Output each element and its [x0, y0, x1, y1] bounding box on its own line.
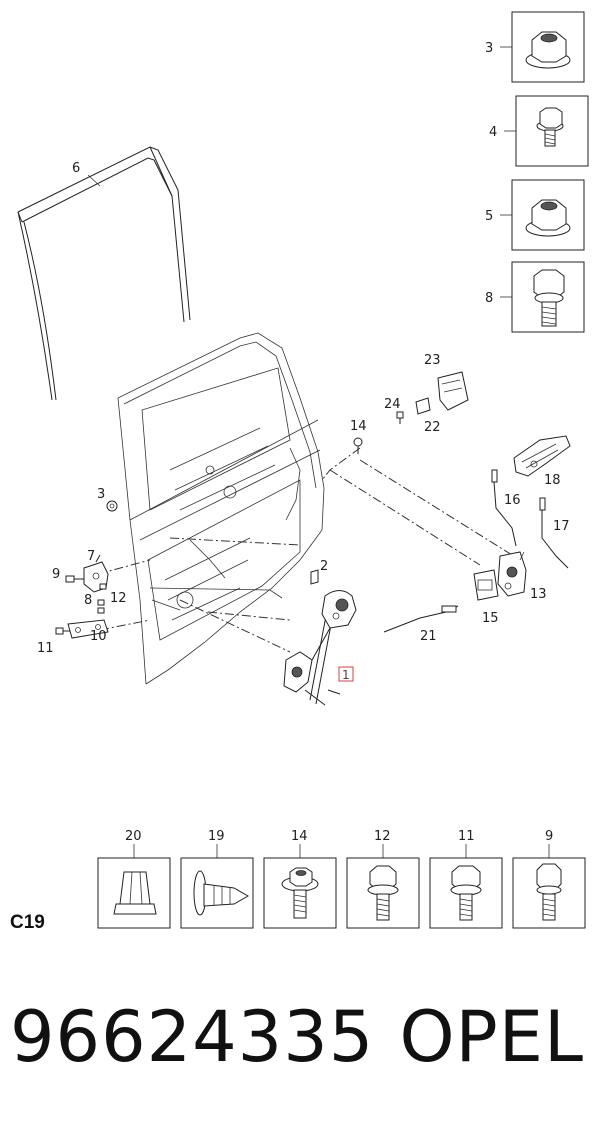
- part-number: 96624335: [10, 996, 375, 1078]
- window-regulator-part-1: [283, 590, 357, 706]
- bottom-fastener-12: 12: [346, 829, 420, 929]
- callout-18: 18: [544, 473, 561, 488]
- rear-door-outline: [117, 332, 325, 685]
- side-fastener-4: 4: [489, 95, 589, 167]
- hex-bolt-icon: [533, 269, 565, 327]
- bolt-part-12: [97, 599, 105, 614]
- callout-23: 23: [424, 353, 441, 368]
- callout-22: 22: [424, 420, 441, 435]
- bottom-fastener-11: 11: [429, 829, 503, 929]
- side-fastener-4-label: 4: [489, 125, 497, 140]
- side-fastener-3-label: 3: [485, 41, 493, 56]
- highlight-box-1: [338, 666, 354, 682]
- side-fastener-8-label: 8: [485, 291, 493, 306]
- latch-bracket-part-15: [473, 569, 499, 601]
- callout-1: 1: [342, 668, 350, 682]
- brand-name: OPEL: [399, 996, 584, 1078]
- section-code: C19: [10, 912, 45, 933]
- flange-bolt-icon: [450, 865, 482, 921]
- bolt-part-9: [65, 575, 84, 583]
- bolt-part-14: [353, 437, 363, 454]
- bottom-fastener-14: 14: [263, 829, 337, 929]
- side-fastener-8: 8: [485, 261, 585, 333]
- push-rivet-icon: [193, 870, 250, 916]
- inner-handle-part-18: [513, 435, 571, 477]
- callout-7: 7: [87, 549, 95, 564]
- washer-bolt-icon: [281, 867, 319, 919]
- bottom-fastener-19-label: 19: [208, 829, 225, 844]
- callout-11: 11: [37, 641, 54, 656]
- bottom-fastener-14-label: 14: [291, 829, 308, 844]
- release-rod-part-17: [539, 497, 569, 569]
- flange-bolt-icon: [536, 107, 564, 147]
- callout-9: 9: [52, 567, 60, 582]
- bolt-part-8: [99, 583, 107, 590]
- flange-bolt-icon: [367, 865, 399, 921]
- callout-3-door: 3: [97, 487, 105, 502]
- clip-nut-icon: [113, 871, 157, 915]
- callout-6: 6: [72, 161, 80, 176]
- side-fastener-5: 5: [485, 179, 585, 251]
- callout-14: 14: [350, 419, 367, 434]
- assembly-lines: [97, 447, 521, 653]
- lock-rod-part-16: [491, 469, 517, 547]
- callout-24: 24: [384, 397, 401, 412]
- callout-17: 17: [553, 519, 570, 534]
- side-fastener-5-label: 5: [485, 209, 493, 224]
- bottom-fastener-20-label: 20: [125, 829, 142, 844]
- callout-13: 13: [530, 587, 547, 602]
- door-latch-part-13: [497, 551, 527, 597]
- callout-12: 12: [110, 591, 127, 606]
- flange-nut-icon: [525, 31, 571, 69]
- flange-nut-icon: [525, 199, 571, 237]
- callout-21: 21: [420, 629, 437, 644]
- bottom-fastener-11-label: 11: [458, 829, 475, 844]
- side-fastener-3: 3: [485, 11, 585, 83]
- lower-hinge-part-10: [67, 619, 109, 639]
- bracket-part-22: [415, 397, 431, 415]
- callout-8: 8: [84, 593, 92, 608]
- handle-cover-part-23: [437, 371, 469, 411]
- hex-bolt-icon: [536, 863, 562, 921]
- release-cable-part-21: [383, 605, 459, 633]
- bolt-part-11: [55, 627, 70, 635]
- callout-16: 16: [504, 493, 521, 508]
- bottom-fastener-9: 9: [512, 829, 586, 929]
- bottom-fastener-12-label: 12: [374, 829, 391, 844]
- nut-part-3: [106, 500, 118, 512]
- bottom-fastener-9-label: 9: [545, 829, 553, 844]
- window-seal-part-6: [17, 146, 191, 401]
- bolt-part-24: [396, 411, 404, 424]
- leader-6: [87, 174, 101, 187]
- callout-2: 2: [320, 559, 328, 574]
- bottom-fastener-19: 19: [180, 829, 254, 929]
- callout-15: 15: [482, 611, 499, 626]
- clip-part-2: [310, 569, 319, 585]
- bottom-fastener-20: 20: [97, 829, 171, 929]
- callout-10: 10: [90, 629, 107, 644]
